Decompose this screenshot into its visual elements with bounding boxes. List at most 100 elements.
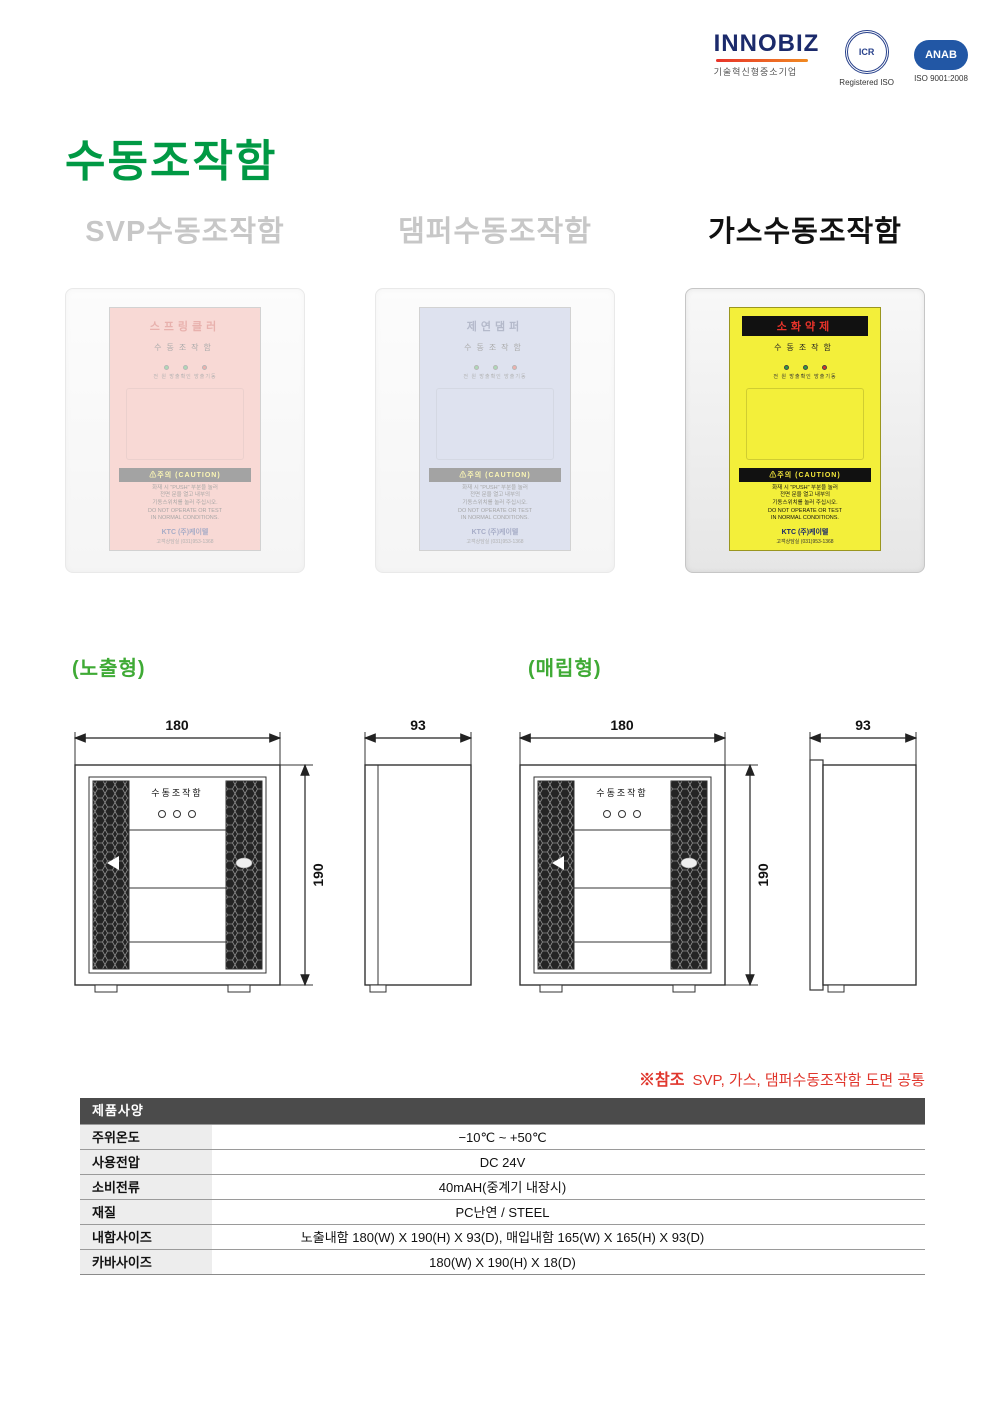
product-heading-damper: 댐퍼수동조작함 [398,216,592,248]
innobiz-swoosh [715,59,808,62]
damper-panel-subtitle: 수동조작함 [464,343,526,352]
svp-indicator-leds [110,365,260,370]
anab-caption: ISO 9001:2008 [914,74,968,83]
drawing-type-label-surface: (노출형) [72,658,146,680]
caution-line: 기동스위치를 눌러 주십시오. [462,499,528,506]
svp-contact: 고객상담실 (031)953-1368 [156,539,214,545]
caution-line: 기동스위치를 눌러 주십시오. [772,499,838,506]
certification-badges: INNOBIZ 기술혁신형중소기업 ICR Registered ISO ANA… [714,30,968,87]
product-heading-svp: SVP수동조작함 [85,216,285,248]
table-row: 카바사이즈 180(W) X 190(H) X 18(D) [80,1249,925,1274]
spec-row-value: 180(W) X 190(H) X 18(D) [429,1255,576,1270]
start-led-icon [201,365,207,370]
confirm-led-icon [182,365,188,370]
spec-row-value: DC 24V [479,1155,526,1170]
damper-panel: 제연댐퍼 수동조작함 전 원 방출확인 방출기동 ⚠주의 (CAUTION) 화… [419,307,571,551]
caution-line: IN NORMAL CONDITIONS. [151,515,219,522]
spec-table-header: 제품사양 [80,1098,925,1124]
drawing-panel-title: 수동조작함 [151,788,202,798]
spec-row-value: PC난연 / STEEL [455,1205,550,1220]
dim-width-label: 180 [165,717,189,733]
damper-led-caption: 전 원 방출확인 방출기동 [463,374,527,380]
table-row: 재질 PC난연 / STEEL [80,1199,925,1224]
caution-line: IN NORMAL CONDITIONS. [461,515,529,522]
icr-caption: Registered ISO [839,78,894,87]
gas-door-outline [746,388,864,460]
caution-line: 기동스위치를 눌러 주십시오. [152,499,218,506]
gas-indicator-leds [730,365,880,370]
innobiz-subtitle: 기술혁신형중소기업 [713,67,798,77]
reference-note-prefix: ※참조 [639,1072,685,1089]
caution-line: DO NOT OPERATE OR TEST [458,507,532,514]
caution-line: IN NORMAL CONDITIONS. [771,515,839,522]
spec-row-value: 노출내함 180(W) X 190(H) X 93(D), 매입내함 165(W… [300,1230,705,1245]
gas-panel: 소화약제 수동조작함 전 원 방출확인 방출기동 ⚠주의 (CAUTION) 화… [729,307,881,551]
caution-line: 화재 시 "PUSH" 부분을 눌러 [152,484,218,491]
damper-contact: 고객상담실 (031)953-1368 [466,539,524,545]
icr-seal-icon: ICR [844,30,889,74]
caution-line: 화재 시 "PUSH" 부분을 눌러 [462,484,528,491]
damper-caution-title: ⚠주의 (CAUTION) [429,467,561,482]
technical-drawing-flush: 180 수동조작함 190 93 [518,717,918,993]
technical-drawing-surface: 180 수동조작함 190 93 [73,717,473,993]
product-image-damper: 제연댐퍼 수동조작함 전 원 방출확인 방출기동 ⚠주의 (CAUTION) 화… [375,288,615,573]
svp-brand: KTC (주)케이텔 [161,529,209,536]
reference-note: ※참조 SVP, 가스, 댐퍼수동조작함 도면 공통 [639,1066,925,1090]
svp-door-outline [126,388,244,460]
drawing-type-label-flush: (매립형) [528,658,602,680]
dim-depth-label: 93 [410,717,426,733]
spec-row-value: −10℃ ~ +50℃ [458,1130,547,1145]
dim-depth-label: 93 [855,717,871,733]
innobiz-logo: INNOBIZ 기술혁신형중소기업 [714,30,820,78]
page-title: 수동조작함 [65,137,278,186]
table-row: 내함사이즈 노출내함 180(W) X 190(H) X 93(D), 매입내함… [80,1224,925,1249]
confirm-led-icon [802,365,808,370]
svp-panel: 스프링클러 수동조작함 전 원 방출확인 방출기동 ⚠주의 (CAUTION) … [109,307,261,551]
product-image-gas: 소화약제 수동조작함 전 원 방출확인 방출기동 ⚠주의 (CAUTION) 화… [685,288,925,573]
svp-panel-subtitle: 수동조작함 [154,343,216,352]
power-led-icon [473,365,479,370]
spec-row-label: 사용전압 [80,1150,212,1174]
start-led-icon [821,365,827,370]
spec-table: 제품사양 주위온도 −10℃ ~ +50℃ 사용전압 DC 24V 소비전류 4… [80,1098,925,1275]
damper-brand: KTC (주)케이텔 [471,529,519,536]
gas-panel-subtitle: 수동조작함 [774,343,836,352]
dim-height-label: 190 [310,863,326,887]
confirm-led-icon [492,365,498,370]
gas-contact: 고객상담실 (031)953-1368 [776,539,834,545]
spec-row-label: 주위온도 [80,1125,212,1149]
damper-caution-text: 화재 시 "PUSH" 부분을 눌러 전면 문을 열고 내부의 기동스위치를 눌… [420,485,570,523]
svp-caution-text: 화재 시 "PUSH" 부분을 눌러 전면 문을 열고 내부의 기동스위치를 눌… [110,485,260,523]
caution-line: 화재 시 "PUSH" 부분을 눌러 [772,484,838,491]
panel-arrow-icon [107,856,119,870]
table-row: 소비전류 40mAH(중계기 내장시) [80,1174,925,1199]
svp-led-caption: 전 원 방출확인 방출기동 [153,374,217,380]
panel-logo-mark [680,857,698,869]
damper-door-outline [436,388,554,460]
drawing-panel-title: 수동조작함 [596,788,647,798]
gas-caution-text: 화재 시 "PUSH" 부분을 눌러 전면 문을 열고 내부의 기동스위치를 눌… [730,485,880,523]
power-led-icon [163,365,169,370]
caution-line: 전면 문을 열고 내부의 [469,492,521,499]
gas-caution-title: ⚠주의 (CAUTION) [739,467,871,482]
spec-row-label: 소비전류 [80,1175,212,1199]
caution-line: DO NOT OPERATE OR TEST [148,507,222,514]
caution-line: DO NOT OPERATE OR TEST [768,507,842,514]
damper-indicator-leds [420,365,570,370]
spec-row-label: 카바사이즈 [80,1250,212,1274]
spec-row-label: 재질 [80,1200,212,1224]
start-led-icon [511,365,517,370]
reference-note-text: SVP, 가스, 댐퍼수동조작함 도면 공통 [692,1072,926,1089]
anab-badge: ANAB ISO 9001:2008 [914,30,968,83]
gas-brand: KTC (주)케이텔 [781,529,829,536]
gas-panel-title: 소화약제 [742,316,868,336]
panel-logo-mark [235,857,253,869]
panel-arrow-icon [552,856,564,870]
icr-badge: ICR Registered ISO [839,30,894,87]
dim-height-label: 190 [755,863,771,887]
power-led-icon [783,365,789,370]
product-image-svp: 스프링클러 수동조작함 전 원 방출확인 방출기동 ⚠주의 (CAUTION) … [65,288,305,573]
caution-line: 전면 문을 열고 내부의 [779,492,831,499]
dim-width-label: 180 [610,717,634,733]
